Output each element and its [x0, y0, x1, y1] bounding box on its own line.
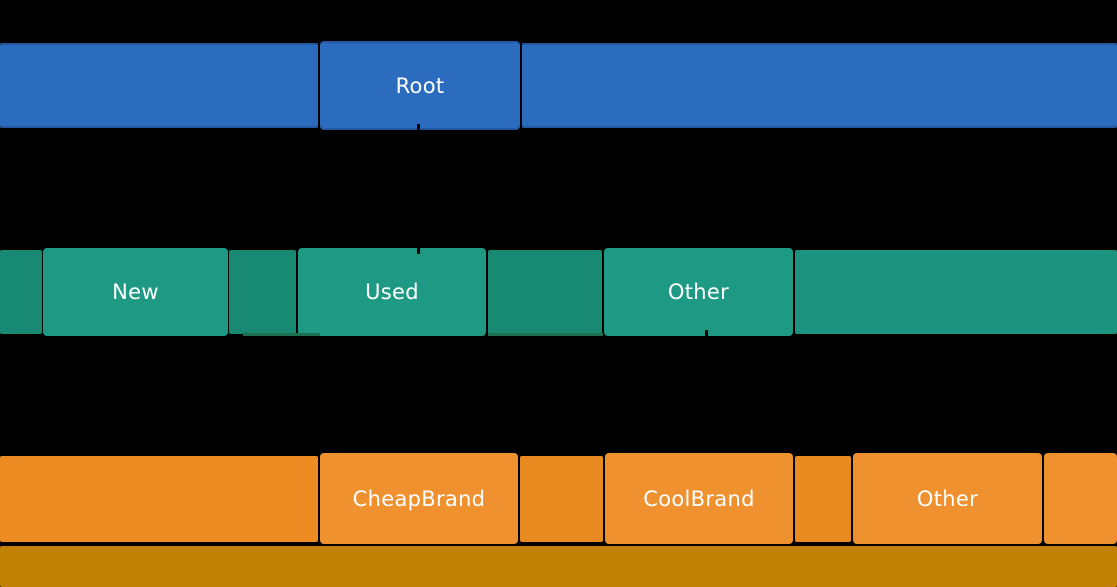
- level-1-segment: [795, 250, 1117, 334]
- node-label: Other: [667, 280, 730, 304]
- node-label: CheapBrand: [352, 486, 486, 511]
- level-2-segment: [795, 456, 851, 542]
- connector-notch: [417, 124, 420, 254]
- underline-accent: [488, 333, 603, 336]
- node-other-tile: Other: [853, 453, 1042, 544]
- node-used-tile: Used: [298, 248, 486, 336]
- node-label: Root: [395, 73, 445, 98]
- node-label: Other: [916, 486, 979, 511]
- level-1-segment: [0, 250, 42, 334]
- level-1-segment: [488, 250, 602, 334]
- level-1-segment: [229, 250, 296, 334]
- node-label: Used: [365, 280, 419, 304]
- connector-notch: [705, 330, 708, 344]
- node-new-tile: New: [43, 248, 228, 336]
- node-other-tile: Other: [604, 248, 793, 336]
- level-0-segment: [522, 43, 1117, 128]
- underline-accent: [243, 333, 320, 336]
- node-label: New: [112, 280, 159, 304]
- node-coolbrand-tile: CoolBrand: [605, 453, 793, 544]
- level-0-segment: [0, 43, 318, 128]
- level-2-segment: [1044, 453, 1117, 544]
- level-2-segment: [520, 456, 603, 542]
- level-3-truncated-segment: [0, 546, 1117, 587]
- node-cheapbrand-tile: CheapBrand: [320, 453, 518, 544]
- node-root-tile: Root: [320, 41, 520, 130]
- node-label: CoolBrand: [643, 486, 755, 511]
- level-2-segment: [0, 456, 318, 542]
